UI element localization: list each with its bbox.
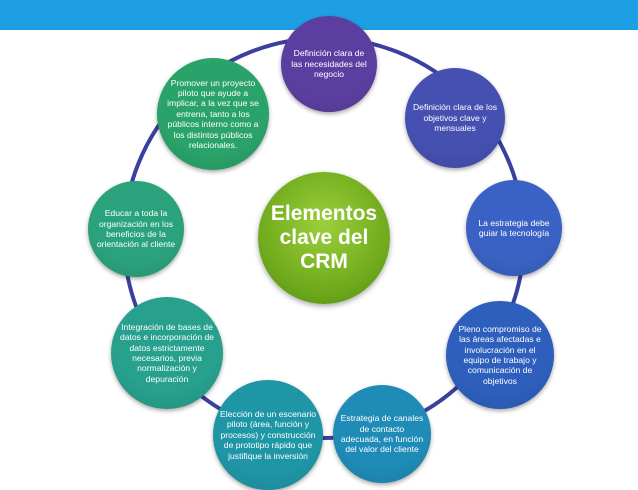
cycle-node-5: Estrategia de canales de contacto adecua…	[333, 385, 431, 483]
cycle-node-9: Promover un proyecto piloto que ayude a …	[157, 58, 269, 170]
cycle-node-label: Estrategia de canales de contacto adecua…	[340, 413, 424, 455]
cycle-node-label: Definición clara de los objetivos clave …	[412, 102, 498, 134]
cycle-node-label: Integración de bases de datos e incorpor…	[119, 321, 215, 384]
cycle-node-label: La estrategia debe guiar la tecnología	[478, 217, 550, 238]
cycle-node-label: Educar a toda la organización en los ben…	[96, 208, 176, 250]
cycle-node-label: Pleno compromiso de las áreas afectadas …	[458, 323, 542, 386]
cycle-node-7: Integración de bases de datos e incorpor…	[111, 297, 223, 409]
center-label: Elementos clave del CRM	[270, 202, 378, 273]
cycle-node-3: La estrategia debe guiar la tecnología	[466, 180, 562, 276]
cycle-node-label: Elección de un escenario piloto (área, f…	[219, 408, 317, 461]
cycle-node-4: Pleno compromiso de las áreas afectadas …	[446, 301, 554, 409]
cycle-node-2: Definición clara de los objetivos clave …	[405, 68, 505, 168]
cycle-node-label: Promover un proyecto piloto que ayude a …	[167, 77, 259, 151]
cycle-node-6: Elección de un escenario piloto (área, f…	[213, 380, 323, 490]
cycle-node-label: Definición clara de las necesidades del …	[291, 48, 367, 80]
center-node: Elementos clave del CRM	[258, 172, 390, 304]
cycle-node-1: Definición clara de las necesidades del …	[281, 16, 377, 112]
cycle-node-8: Educar a toda la organización en los ben…	[88, 181, 184, 277]
